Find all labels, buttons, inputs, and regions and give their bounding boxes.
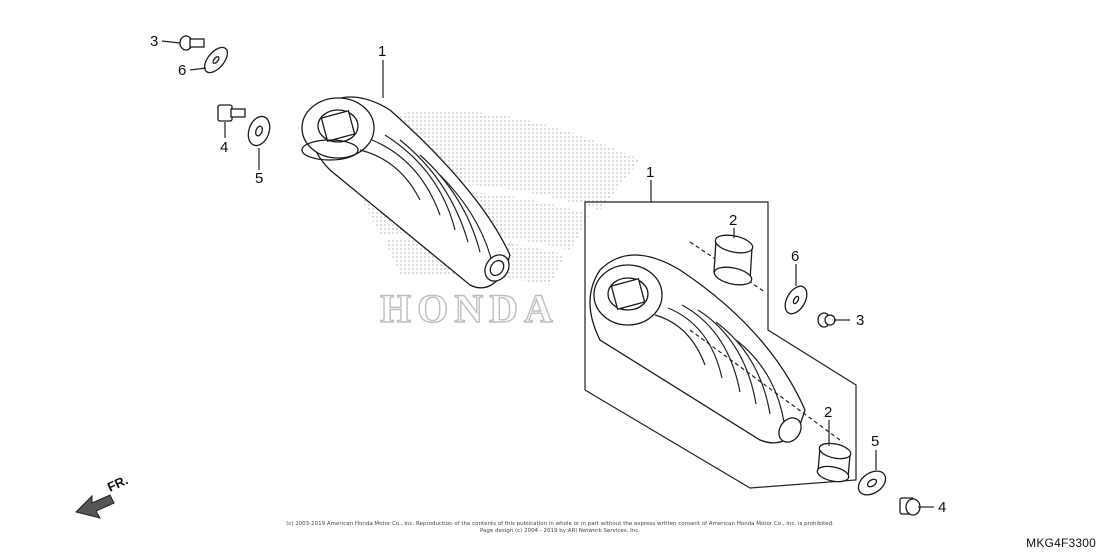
- washer-upper-left-6[interactable]: [200, 43, 232, 76]
- leader-lines: [161, 40, 934, 508]
- bushing-upper[interactable]: [713, 232, 754, 288]
- diagram-id: MKG4F3300: [1026, 536, 1096, 550]
- front-arrow-icon: [75, 494, 115, 519]
- washer-right[interactable]: [854, 466, 890, 500]
- bushing-lower[interactable]: [816, 441, 852, 484]
- callout-5-left: 5: [255, 170, 263, 187]
- rear-shock-absorber-right[interactable]: [589, 254, 806, 446]
- callout-3-upper-left: 3: [150, 33, 158, 50]
- copyright-line-1: (c) 2003-2019 American Honda Motor Co., …: [286, 521, 834, 527]
- nut-lower-right[interactable]: [899, 497, 921, 516]
- nut-upper-left[interactable]: [217, 104, 246, 122]
- callout-2-upper: 2: [729, 212, 737, 229]
- front-direction-label: FR.: [105, 472, 130, 494]
- callout-6-upper-left: 6: [178, 62, 186, 79]
- callout-1-right: 1: [646, 164, 654, 181]
- washer-right-6[interactable]: [781, 283, 812, 318]
- washer-left[interactable]: [244, 113, 273, 148]
- bolt-right[interactable]: [817, 312, 836, 328]
- callout-labels: 3 6 4 5 1 1 2 6 3 2 5 4: [150, 33, 946, 516]
- honda-watermark-text: HONDA: [380, 286, 559, 331]
- callout-3-right: 3: [856, 312, 864, 329]
- front-direction-indicator: FR.: [75, 472, 130, 519]
- copyright-notice: (c) 2003-2019 American Honda Motor Co., …: [250, 521, 870, 535]
- callout-4-right: 4: [938, 499, 946, 516]
- copyright-line-2: Page design (c) 2004 - 2019 by ARI Netwo…: [479, 528, 641, 534]
- callout-4-left: 4: [220, 139, 228, 156]
- callout-2-lower: 2: [824, 404, 832, 421]
- bolt-upper-left[interactable]: [179, 35, 205, 51]
- callout-5-right: 5: [871, 433, 879, 450]
- callout-6-right: 6: [791, 248, 799, 265]
- callout-1-left: 1: [378, 43, 386, 60]
- rear-shock-absorber-left[interactable]: [301, 96, 514, 289]
